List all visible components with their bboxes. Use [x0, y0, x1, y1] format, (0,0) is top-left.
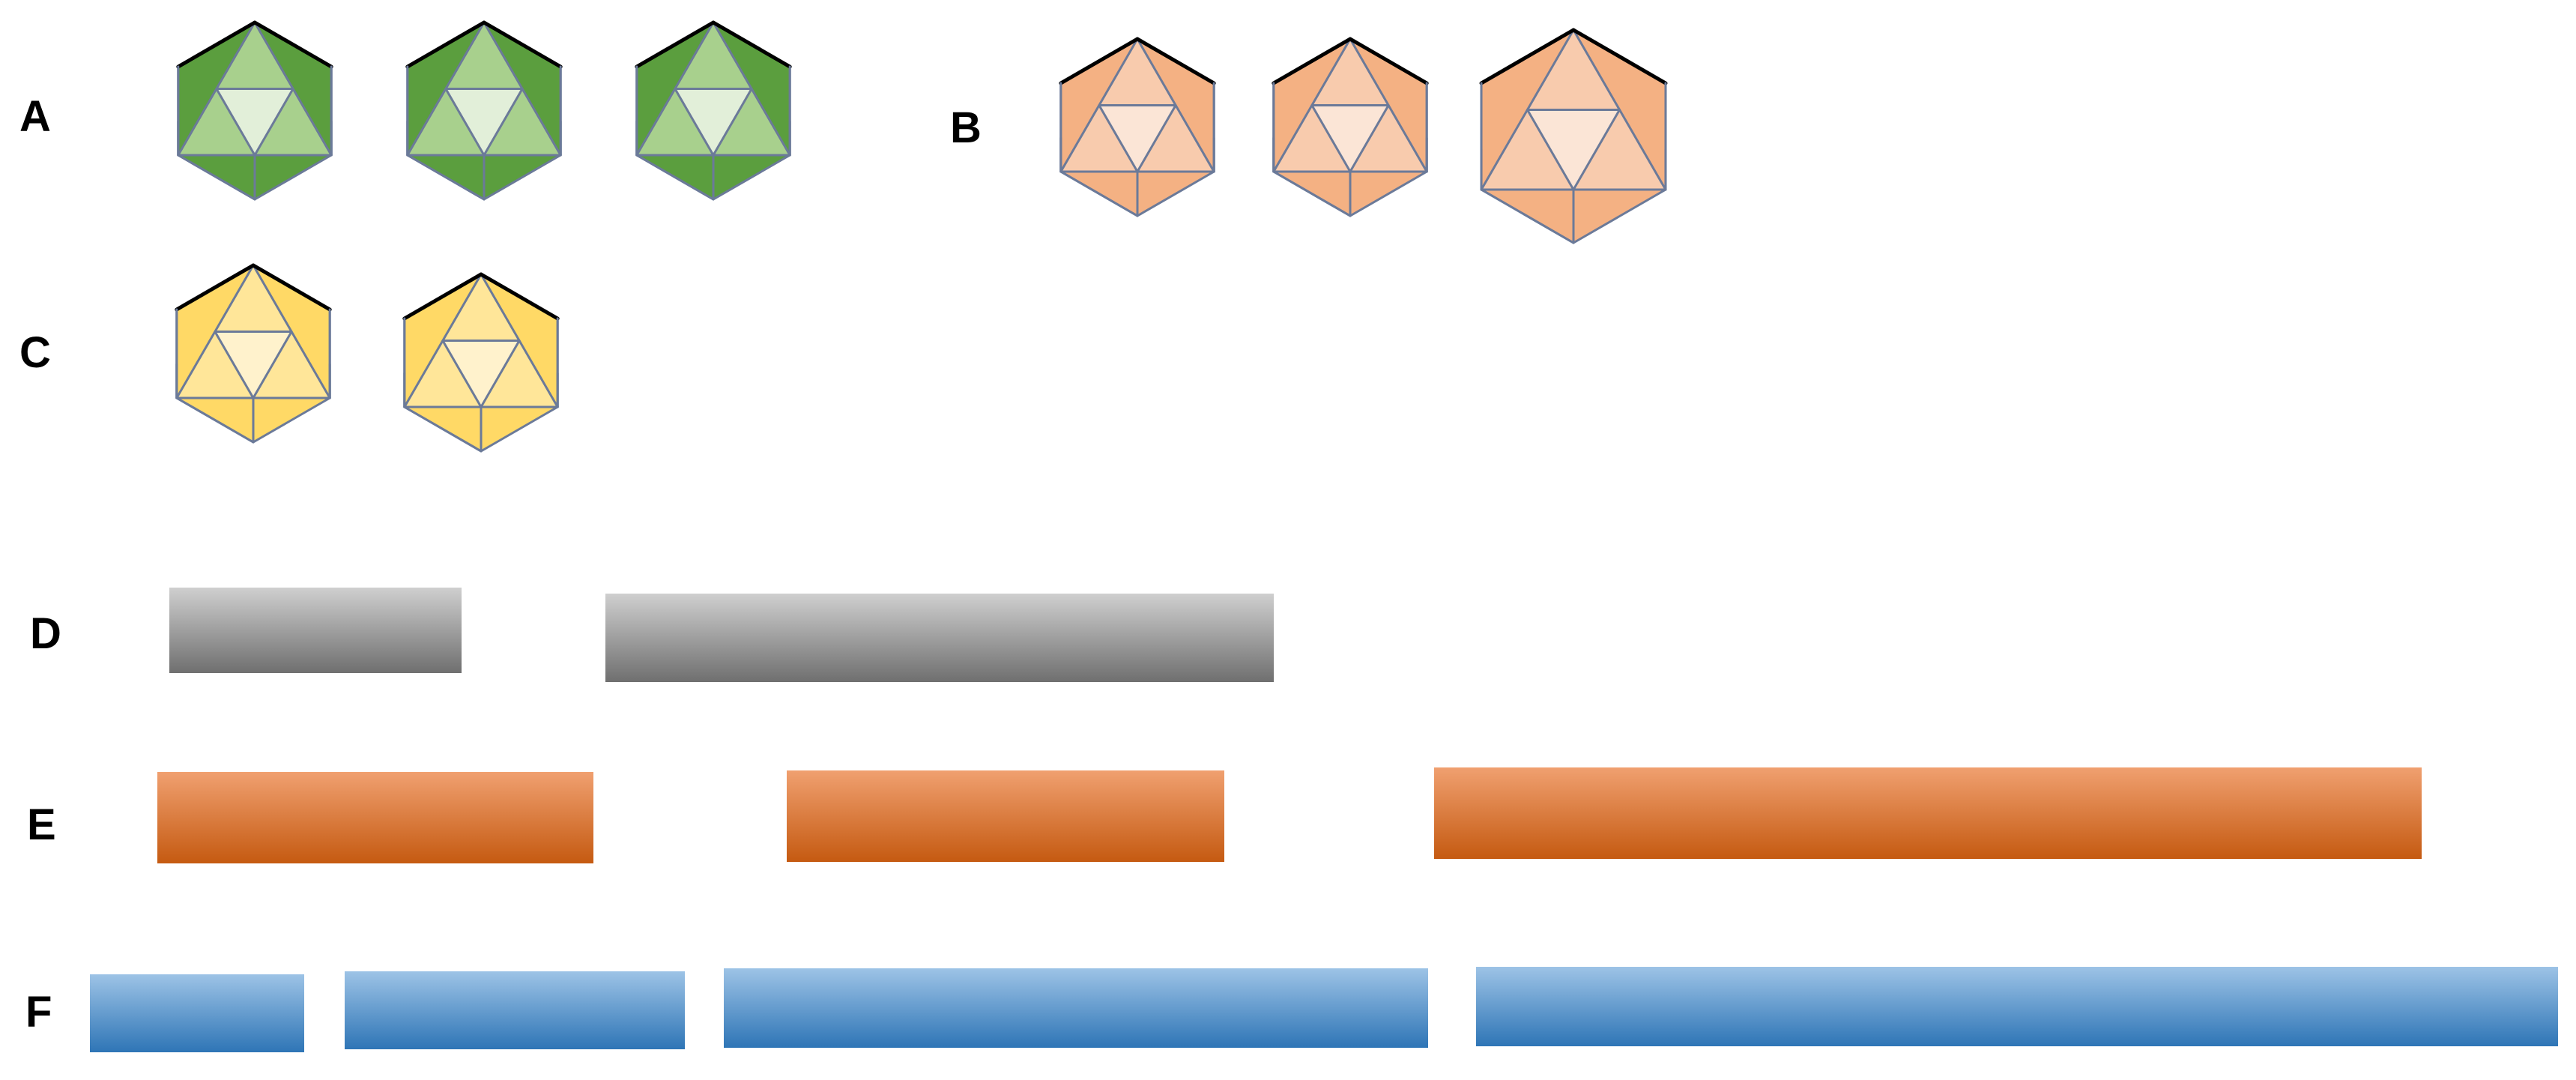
genome-segment [169, 588, 462, 673]
row-label-d: D [30, 609, 61, 658]
genome-segment [605, 594, 1274, 682]
row-c-capsids [175, 263, 560, 453]
capsid-icon [176, 20, 333, 201]
row-e-segments [157, 767, 2422, 863]
capsid-icon [635, 20, 792, 201]
row-d-segments [169, 588, 1274, 682]
genome-segment [157, 772, 593, 863]
row-label-c: C [19, 328, 51, 377]
capsid-icon [1479, 28, 1668, 244]
row-b-capsids [1059, 28, 1668, 244]
row-label-b: B [950, 103, 982, 152]
genome-segment [345, 971, 685, 1049]
row-f-segments [90, 967, 2558, 1052]
genome-segment [90, 974, 304, 1052]
capsid-icon [175, 263, 332, 444]
genome-segment [1476, 967, 2558, 1046]
genome-segment [1434, 767, 2422, 859]
row-label-f: F [25, 988, 52, 1037]
capsid-icon [1059, 37, 1216, 217]
capsid-icon [405, 20, 563, 201]
row-label-a: A [19, 92, 51, 141]
row-label-e: E [27, 800, 56, 849]
row-a-capsids [176, 20, 792, 201]
capsid-icon [1272, 37, 1429, 217]
genome-segment [787, 770, 1224, 862]
genome-segment [724, 968, 1428, 1048]
capsid-icon [402, 272, 560, 453]
